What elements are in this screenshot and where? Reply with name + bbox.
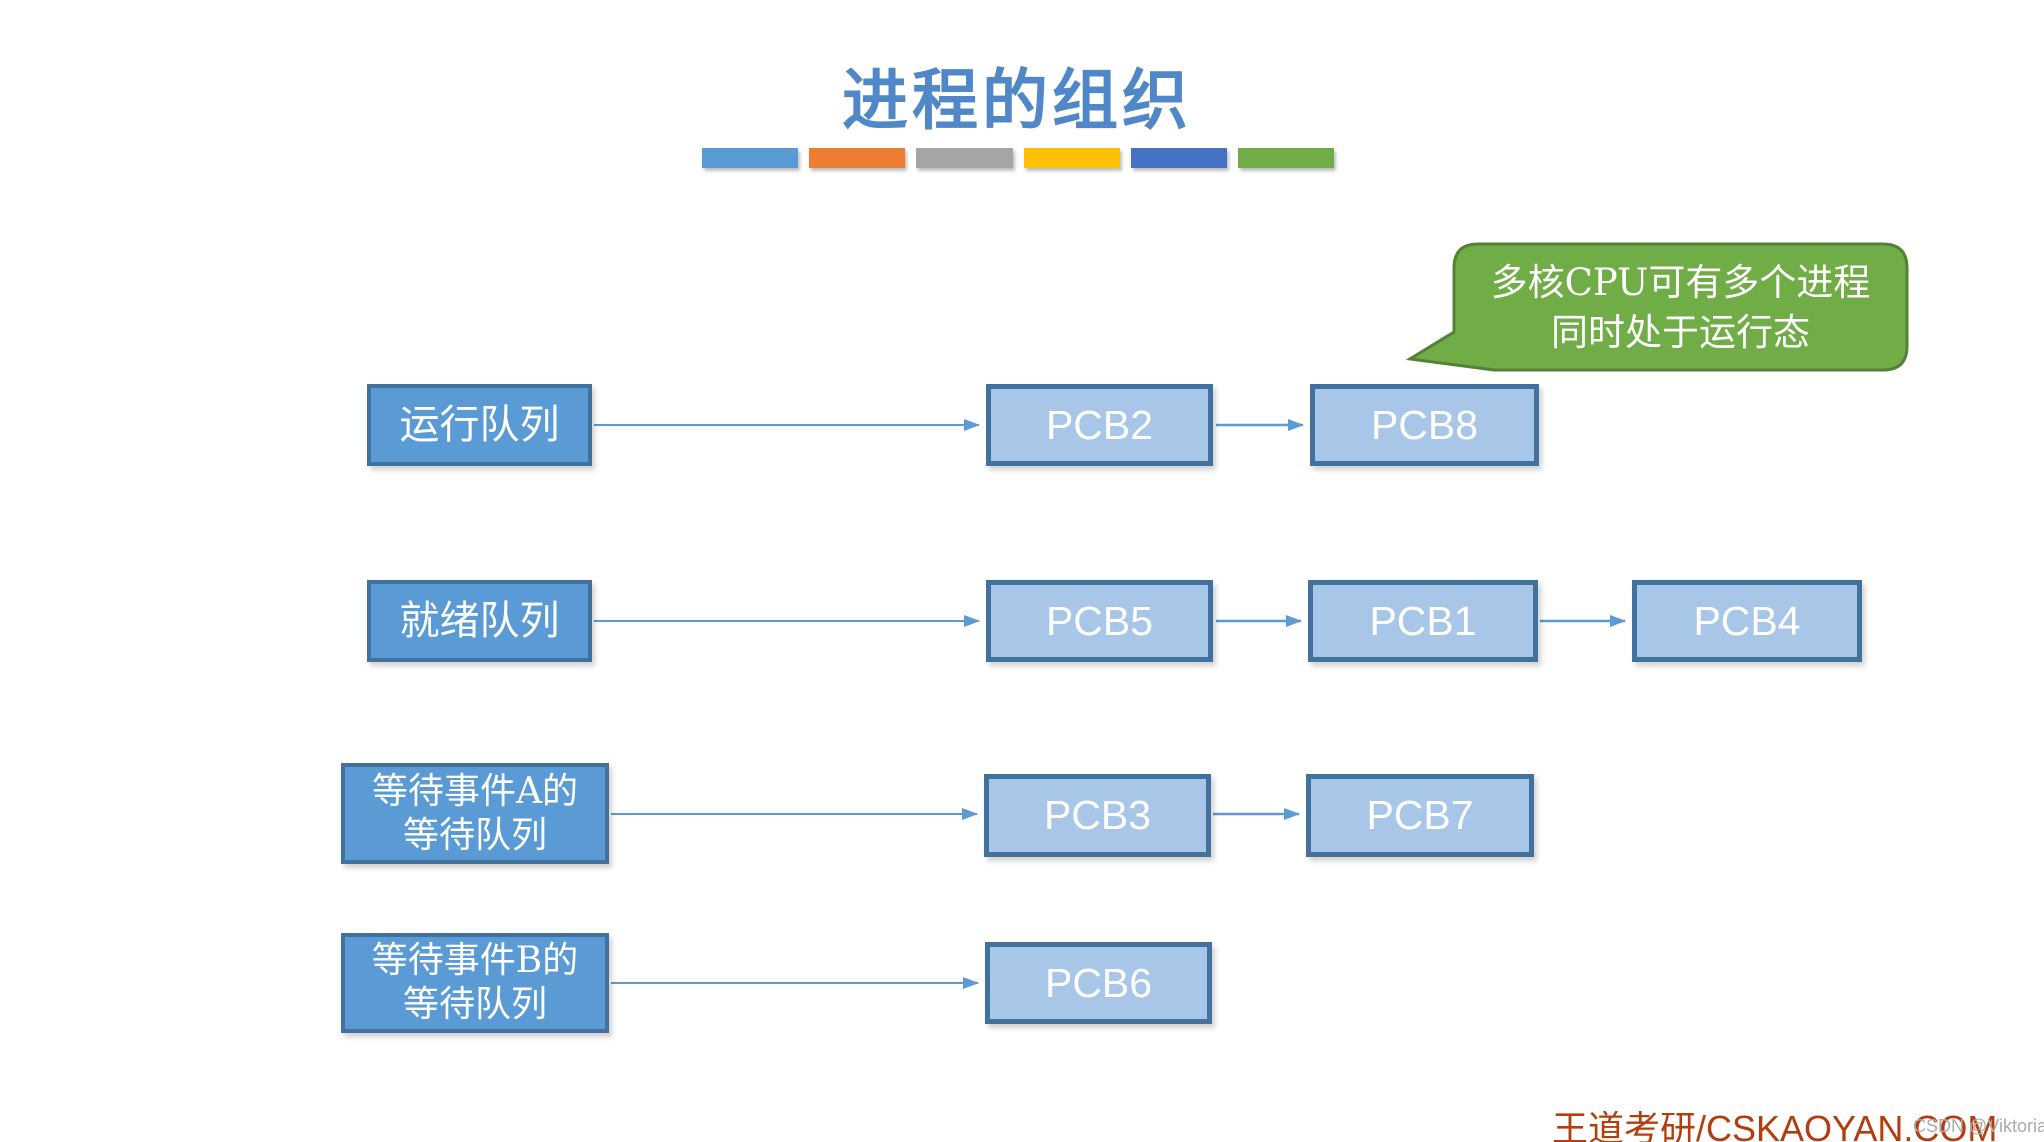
pcb-node: PCB6	[985, 942, 1212, 1024]
accent-bars	[702, 148, 1335, 168]
pcb-node: PCB8	[1310, 384, 1539, 466]
pcb-label: PCB5	[1045, 597, 1154, 644]
pcb-label: PCB1	[1369, 597, 1477, 644]
pcb-label: PCB2	[1045, 401, 1154, 448]
queue-label: 等待事件A的	[372, 770, 578, 812]
pcb-label: PCB3	[1043, 792, 1152, 838]
callout-line: 多核CPU可有多个进程	[1490, 261, 1871, 304]
queue-label: 运行队列	[399, 402, 560, 448]
accent-bar	[702, 148, 799, 168]
pcb-label: PCB6	[1044, 959, 1153, 1006]
pcb-label: PCB8	[1370, 401, 1479, 448]
queue-label: 等待队列	[402, 814, 547, 856]
queue-label: 等待事件B的	[371, 940, 579, 981]
queue-label: 等待队列	[402, 984, 547, 1025]
pcb-node: PCB1	[1308, 580, 1538, 662]
callout-line: 同时处于运行态	[1551, 311, 1810, 354]
pcb-label: PCB4	[1693, 597, 1801, 644]
csdn-watermark: CSDN @Viktoriae	[1913, 1116, 2044, 1136]
pcb-node: PCB7	[1306, 774, 1534, 857]
accent-bar	[1237, 148, 1335, 168]
callout: 多核CPU可有多个进程 同时处于运行态	[1454, 254, 1907, 362]
accent-bar	[1130, 148, 1227, 168]
queue-box-wait-a: 等待事件A的 等待队列	[341, 763, 609, 864]
callout-bubble-shape	[1405, 242, 1909, 372]
queue-box-wait-b: 等待事件B的 等待队列	[341, 933, 609, 1033]
pcb-label: PCB7	[1366, 792, 1474, 838]
accent-bar	[1023, 148, 1120, 168]
pcb-node: PCB5	[986, 580, 1213, 662]
queue-box-ready: 就绪队列	[367, 580, 592, 662]
footer-brand: 王道考研/CSKAOYAN.COM	[1552, 1108, 1998, 1142]
pcb-node: PCB4	[1632, 580, 1862, 662]
page-title: 进程的组织	[842, 61, 1192, 139]
pcb-node: PCB3	[984, 774, 1211, 857]
queue-box-running: 运行队列	[367, 384, 592, 466]
queue-label: 就绪队列	[399, 598, 560, 644]
accent-bar	[809, 148, 906, 168]
accent-bar	[916, 148, 1013, 168]
pcb-node: PCB2	[986, 384, 1213, 466]
